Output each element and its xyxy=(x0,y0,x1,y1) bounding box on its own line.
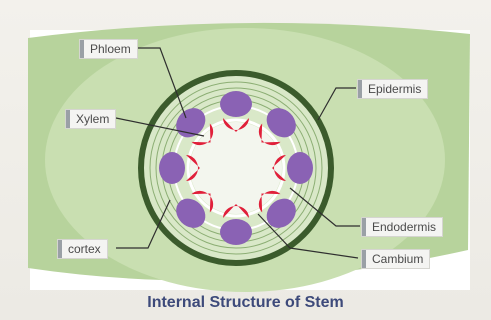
cortex-label: cortex xyxy=(58,240,107,258)
xylem-label: Xylem xyxy=(66,110,115,128)
diagram-title: Internal Structure of Stem xyxy=(0,294,491,312)
cambium-label: Cambium xyxy=(362,250,429,268)
phloem-bundle xyxy=(220,219,252,245)
phloem-bundle xyxy=(220,91,252,117)
phloem-bundle xyxy=(159,152,185,184)
epidermis-label: Epidermis xyxy=(358,80,427,98)
phloem-label: Phloem xyxy=(80,40,137,58)
phloem-bundle xyxy=(287,152,313,184)
endodermis-label: Endodermis xyxy=(362,218,442,236)
